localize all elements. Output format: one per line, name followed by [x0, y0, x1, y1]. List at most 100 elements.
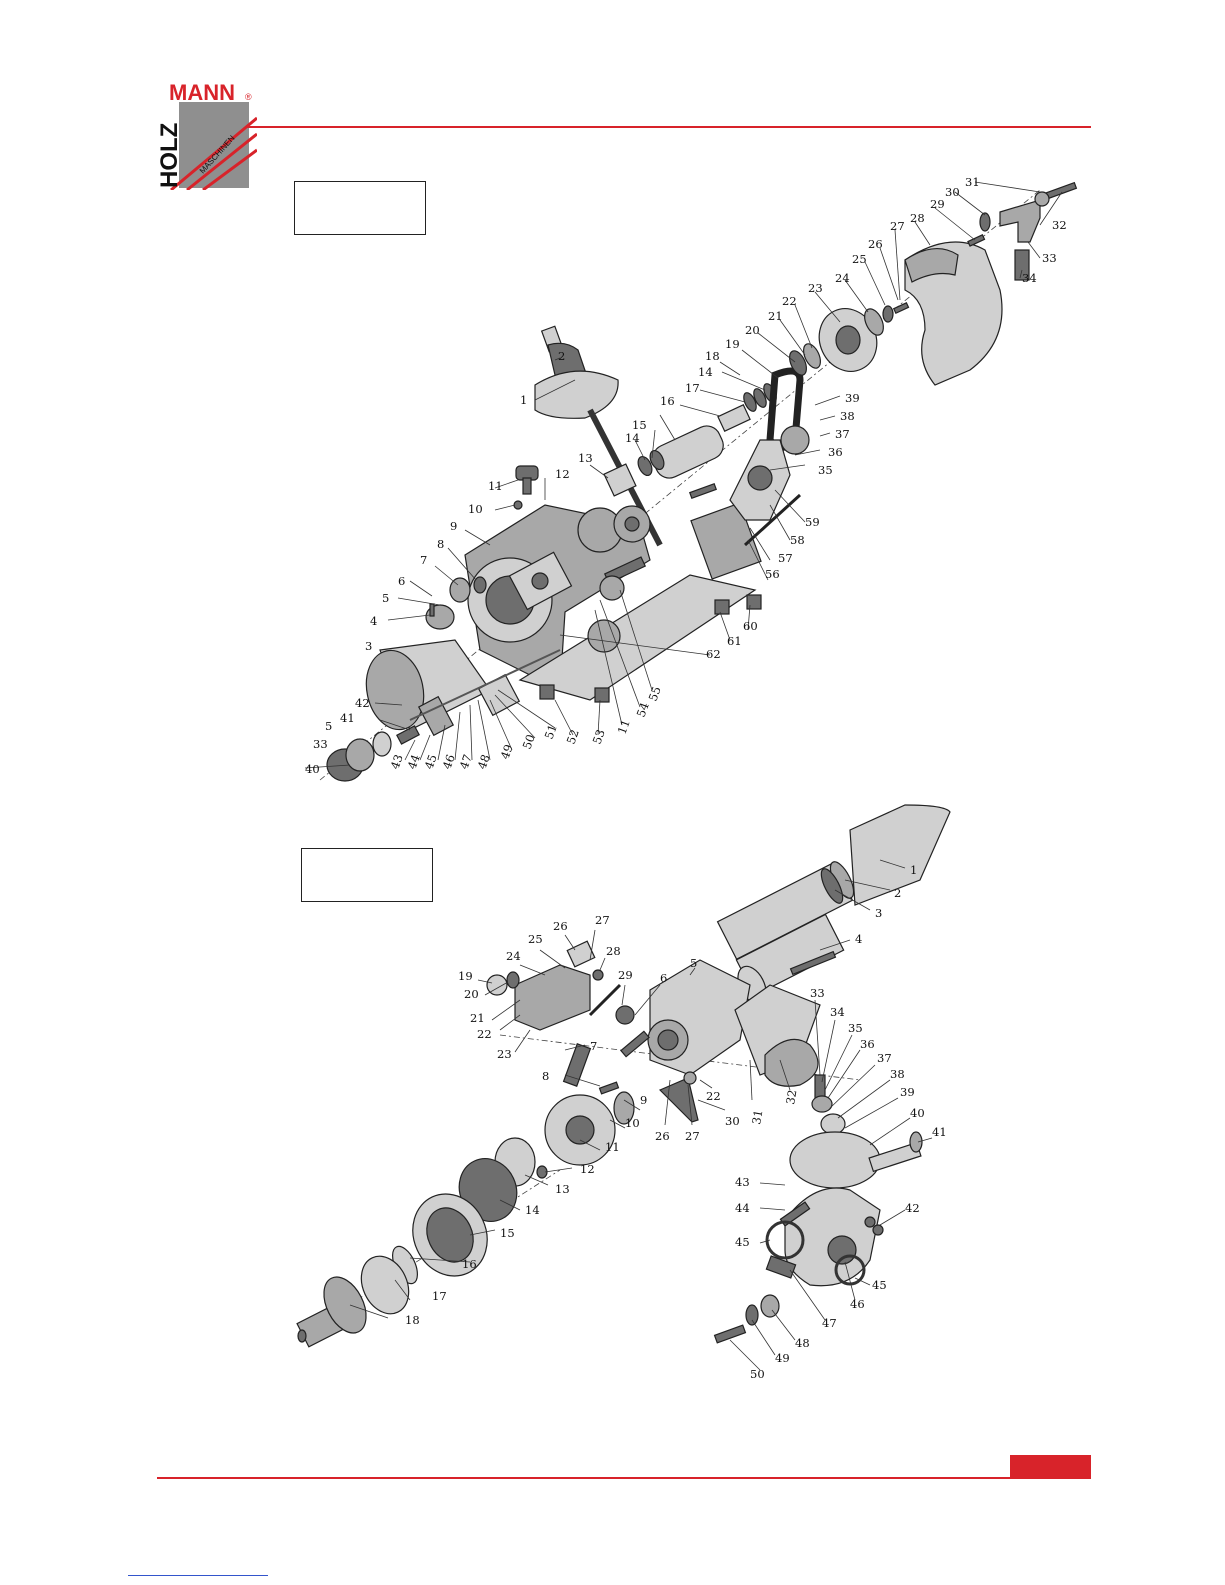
f1-callout-34: 34: [1022, 271, 1037, 285]
f1-callout-1: 1: [520, 393, 527, 407]
footer-rule: [157, 1477, 1091, 1479]
f1-callout-4: 4: [370, 614, 377, 628]
figure-2-label-box: [301, 848, 433, 902]
f1-callout-33b: 33: [313, 737, 328, 751]
footer-link-underline[interactable]: [128, 1575, 268, 1576]
f1-callout-32: 32: [1052, 218, 1067, 232]
f1-callout-56: 56: [765, 567, 780, 581]
f1-callout-23: 23: [808, 281, 823, 295]
f2-callout-32: 32: [783, 1089, 799, 1106]
f1-callout-11: 11: [488, 479, 503, 493]
f1-callout-15: 15: [632, 418, 647, 432]
f1-callout-35: 35: [818, 463, 833, 477]
f2-callout-46: 46: [850, 1297, 865, 1311]
f2-callout-26b: 26: [655, 1129, 670, 1143]
f2-callout-4: 4: [855, 932, 862, 946]
f1-callout-14: 14: [625, 431, 640, 445]
f1-callout-9: 9: [450, 519, 457, 533]
f1-callout-60: 60: [743, 619, 758, 633]
f1-callout-62: 62: [706, 647, 721, 661]
f2-callout-23: 23: [497, 1047, 512, 1061]
f2-callout-3: 3: [875, 906, 882, 920]
f1-callout-24: 24: [835, 271, 850, 285]
f1-callout-30: 30: [945, 185, 960, 199]
figure-1-callouts: 1 2 3 4 5 6 7 8 9 10 11 12 13 14 15 16 1…: [304, 175, 1067, 776]
logo-holz-text: HOLZ: [157, 123, 183, 188]
f2-callout-18: 18: [405, 1313, 420, 1327]
f1-callout-46: 46: [440, 752, 458, 771]
f1-callout-43: 43: [388, 752, 406, 771]
f1-callout-29: 29: [930, 197, 945, 211]
f1-callout-5: 5: [382, 591, 389, 605]
f2-callout-21: 21: [470, 1011, 485, 1025]
f1-callout-25: 25: [852, 252, 867, 266]
f2-callout-41: 41: [932, 1125, 947, 1139]
f1-callout-28: 28: [910, 211, 925, 225]
f1-callout-58: 58: [790, 533, 805, 547]
f2-callout-36: 36: [860, 1037, 875, 1051]
f1-callout-27: 27: [890, 219, 905, 233]
f2-callout-8: 8: [542, 1069, 549, 1083]
logo-registered-mark: ®: [245, 92, 252, 102]
f1-callout-49: 49: [498, 742, 516, 761]
f1-callout-13: 13: [578, 451, 593, 465]
f1-callout-50: 50: [520, 732, 538, 751]
f1-callout-39: 39: [845, 391, 860, 405]
f2-callout-10: 10: [625, 1116, 640, 1130]
figure-2-drawing: [296, 804, 951, 1348]
f1-callout-55: 55: [646, 684, 664, 703]
f2-callout-20: 20: [464, 987, 479, 1001]
f2-callout-6: 6: [660, 971, 667, 985]
f1-callout-20: 20: [745, 323, 760, 337]
f1-callout-59: 59: [805, 515, 820, 529]
header-rule: [245, 126, 1091, 128]
f1-callout-18: 18: [705, 349, 720, 363]
f2-callout-43: 43: [735, 1175, 750, 1189]
f1-callout-37: 37: [835, 427, 850, 441]
f1-callout-17: 17: [685, 381, 700, 395]
figure-1-label-box: [294, 181, 426, 235]
f1-callout-47: 47: [457, 752, 475, 771]
f1-callout-14b: 14: [698, 365, 713, 379]
f1-callout-31: 31: [965, 175, 980, 189]
f1-callout-16: 16: [660, 394, 675, 408]
f2-callout-38: 38: [890, 1067, 905, 1081]
f2-callout-24: 24: [506, 949, 521, 963]
figure-2-callouts: 1 2 3 4 5 6 7 8 9 10 11 12 13 14 15 16 1…: [349, 859, 947, 1381]
f1-callout-2: 2: [558, 349, 565, 363]
f2-callout-19: 19: [458, 969, 473, 983]
f2-callout-49: 49: [775, 1351, 790, 1365]
f1-callout-36: 36: [828, 445, 843, 459]
f2-callout-27: 27: [595, 913, 610, 927]
f2-callout-17: 17: [432, 1289, 447, 1303]
f2-callout-45: 45: [735, 1235, 750, 1249]
f1-callout-11b: 11: [615, 717, 633, 736]
f2-callout-30: 30: [725, 1114, 740, 1128]
f1-callout-38: 38: [840, 409, 855, 423]
f2-callout-44: 44: [735, 1201, 750, 1215]
f2-callout-9: 9: [640, 1093, 647, 1107]
f2-callout-22: 22: [477, 1027, 492, 1041]
f1-callout-41: 41: [340, 711, 355, 725]
f2-callout-45b: 45: [872, 1278, 887, 1292]
f2-callout-50: 50: [750, 1367, 765, 1381]
f2-callout-11: 11: [605, 1140, 620, 1154]
f2-callout-37: 37: [877, 1051, 892, 1065]
f2-callout-35: 35: [848, 1021, 863, 1035]
f1-callout-8: 8: [437, 537, 444, 551]
f2-callout-40: 40: [910, 1106, 925, 1120]
f1-callout-19: 19: [725, 337, 740, 351]
f2-callout-2: 2: [894, 886, 901, 900]
f1-callout-6: 6: [398, 574, 405, 588]
f1-callout-12: 12: [555, 467, 570, 481]
f1-callout-61: 61: [727, 634, 742, 648]
f2-callout-33: 33: [810, 986, 825, 1000]
f1-callout-42: 42: [355, 696, 370, 710]
logo-mann-text: MANN: [169, 80, 235, 105]
f2-callout-15: 15: [500, 1226, 515, 1240]
f2-callout-25: 25: [528, 932, 543, 946]
f1-callout-57: 57: [778, 551, 793, 565]
f1-callout-40: 40: [305, 762, 320, 776]
f1-callout-44: 44: [405, 752, 423, 771]
